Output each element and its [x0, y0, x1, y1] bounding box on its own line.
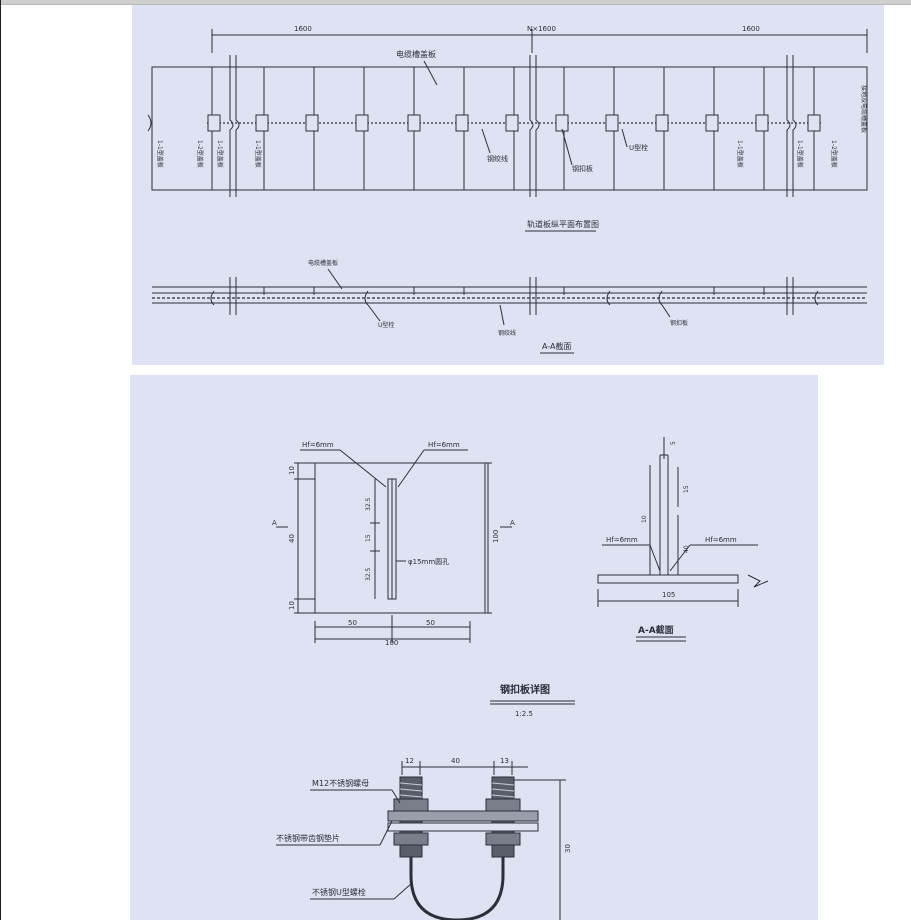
- plate-scale: 1:2.5: [515, 710, 533, 718]
- plate-dim-slot-a: 32.5: [365, 497, 372, 511]
- ubolt-dim-height: 30: [564, 844, 572, 853]
- plate-dim-bottom: 10: [288, 601, 296, 610]
- ubolt-washer-label: 不锈钢带齿钢垫片: [276, 833, 340, 843]
- label-plate: 钢扣板: [572, 164, 593, 173]
- vlabel-left-2: 1-2型盖板: [196, 140, 204, 168]
- aa-dim-h1: 15: [683, 485, 690, 493]
- vlabel-right-4: 接地及电缆槽盖板: [860, 85, 868, 133]
- vlabel-left-1: 1-1型盖板: [156, 140, 164, 168]
- leader-line: [367, 304, 381, 322]
- vlabel-right-1: 1-1型盖板: [736, 140, 744, 168]
- nut-right: [485, 832, 521, 846]
- leader-line: [561, 128, 573, 166]
- plate-dim-right: 100: [492, 530, 500, 543]
- break-marks: [147, 55, 797, 197]
- section-aa: 5 10 15 40 Hf=6mm Hf=6mm 105 A-A截面: [597, 437, 769, 642]
- vlabel-right-2: 1-1型盖板: [796, 140, 804, 168]
- window-top-edge: [0, 0, 911, 5]
- left-vertical-labels: 1-1型盖板 1-2型盖板 1-1型盖板 1-1型盖板: [156, 140, 262, 168]
- clamp-plate: [387, 822, 539, 832]
- plate-dim-slot-b: 15: [365, 534, 372, 542]
- plan-outline: [151, 66, 868, 191]
- plate-dim-top: 10: [288, 466, 296, 475]
- section-title: A-A截面: [542, 341, 571, 351]
- plate-hole-label: φ15mm圆孔: [408, 558, 449, 566]
- plate-detail: Hf=6mm Hf=6mm 10 40 10 A A 100 32.5 15 3…: [272, 441, 515, 647]
- vlabel-left-3: 1-1型盖板: [216, 140, 224, 168]
- steel-plates: [207, 114, 821, 132]
- section-u-bolts: [210, 290, 819, 306]
- aa-weld-left: Hf=6mm: [606, 536, 638, 544]
- aa-dim-top: 5: [670, 441, 677, 445]
- detail-drawing: Hf=6mm Hf=6mm 10 40 10 A A 100 32.5 15 3…: [272, 437, 769, 920]
- label-wire: 钢绞线: [487, 154, 508, 163]
- section-wire-label: 钢绞线: [498, 329, 516, 337]
- leader-line: [499, 304, 505, 326]
- right-vertical-labels: 1-1型盖板 1-1型盖板 1-2型盖板 接地及电缆槽盖板: [736, 85, 868, 168]
- dim-middle-text: N×1600: [527, 25, 556, 33]
- leader-line: [661, 304, 671, 318]
- plate-dim-mid-left: 40: [288, 534, 296, 543]
- plate-title: 钢扣板详图: [500, 683, 550, 696]
- serrated-washer: [387, 810, 539, 822]
- leader-line: [327, 268, 343, 290]
- ubolt-dim-b: 40: [451, 757, 460, 765]
- plate-section-mark-right: A: [510, 519, 515, 527]
- dim-right-text: 1600: [742, 25, 760, 33]
- plate-dim-total: 100: [385, 639, 398, 647]
- u-bolt-detail: 12 40 13 30 M12不锈钢螺母 不锈钢带齿钢垫片 不锈钢U型螺栓: [276, 757, 572, 920]
- vlabel-right-3: 1-2型盖板: [830, 140, 838, 168]
- ubolt-dim-c: 13: [500, 757, 509, 765]
- aa-base-plate: [597, 574, 739, 584]
- leader-line: [481, 128, 491, 154]
- break-symbol: [747, 574, 769, 588]
- section-channel-label: 电缆槽盖板: [308, 259, 338, 267]
- section-plate-ticks: [263, 287, 765, 295]
- ubolt-bolt-label: 不锈钢U型螺栓: [312, 887, 366, 897]
- label-channel: 电缆槽盖板: [396, 49, 436, 59]
- plan-drawing-panel: 1600 N×1600 1600 电缆槽盖板: [132, 5, 884, 365]
- plate-weld-left: Hf=6mm: [302, 441, 334, 449]
- dim-left-text: 1600: [294, 25, 312, 33]
- label-ubolt: U型栓: [629, 143, 648, 152]
- ubolt-dim-a: 12: [405, 757, 414, 765]
- u-bolt-curve: [409, 857, 505, 920]
- plan-drawing: 1600 N×1600 1600 电缆槽盖板: [147, 25, 868, 354]
- section-ubolt-label: U型栓: [378, 321, 394, 329]
- leader-line: [621, 128, 628, 148]
- vlabel-left-4: 1-1型盖板: [254, 140, 262, 168]
- plate-section-mark-left: A: [272, 519, 277, 527]
- section-plate-label: 钢扣板: [670, 319, 688, 327]
- section-band: [152, 286, 867, 304]
- aa-weld-right: Hf=6mm: [705, 536, 737, 544]
- aa-title: A-A截面: [638, 624, 674, 636]
- plate-outline: [314, 462, 486, 614]
- plate-dim-w-right: 50: [426, 619, 435, 627]
- ubolt-nut-label: M12不锈钢螺母: [312, 778, 369, 788]
- nut-left: [393, 832, 429, 846]
- aa-dim-width: 105: [662, 591, 675, 599]
- window-left-border: [0, 0, 1, 920]
- plate-dim-slot-c: 32.5: [365, 567, 372, 581]
- leader-line: [423, 60, 438, 86]
- section-break-marks: [229, 277, 794, 315]
- plate-dim-w-left: 50: [348, 619, 357, 627]
- plate-weld-right: Hf=6mm: [428, 441, 460, 449]
- plan-title: 轨道板纵平面布置图: [527, 219, 599, 229]
- aa-dim-h2: 10: [641, 515, 648, 523]
- detail-drawing-panel: Hf=6mm Hf=6mm 10 40 10 A A 100 32.5 15 3…: [130, 375, 818, 920]
